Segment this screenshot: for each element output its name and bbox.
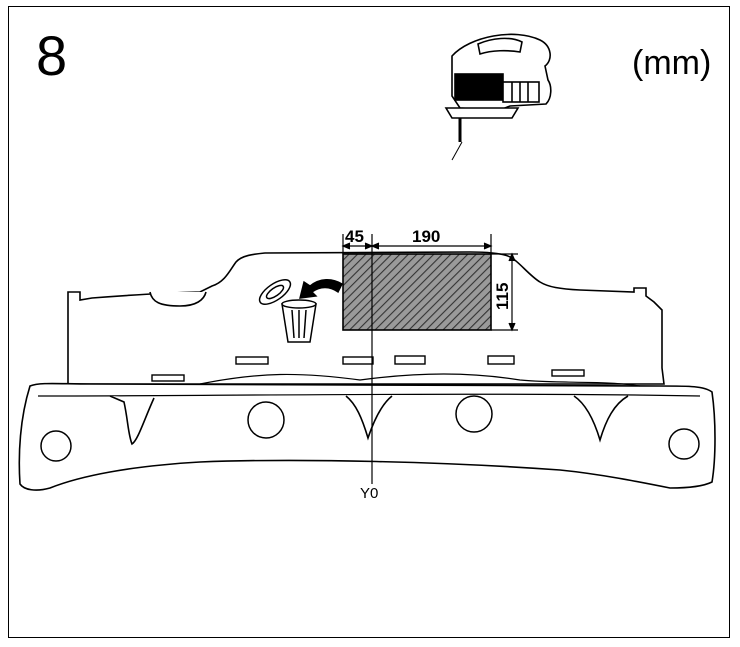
dim-width-label: 190: [412, 227, 440, 246]
shell-notches: [109, 395, 629, 446]
jigsaw-icon: [444, 33, 552, 161]
cut-area: [342, 253, 492, 331]
curved-arrow-icon: [299, 279, 343, 299]
trash-can-icon: [258, 279, 317, 343]
panel-slots: [151, 355, 585, 382]
dim-height-label: 115: [493, 283, 512, 310]
shell-holes: [40, 395, 700, 462]
units-label: (mm): [632, 44, 712, 82]
dimension-lines: [341, 234, 518, 332]
y0-label: Y0: [360, 485, 378, 502]
dim-offset-label: 45: [345, 227, 364, 246]
step-number: 8: [36, 24, 68, 87]
